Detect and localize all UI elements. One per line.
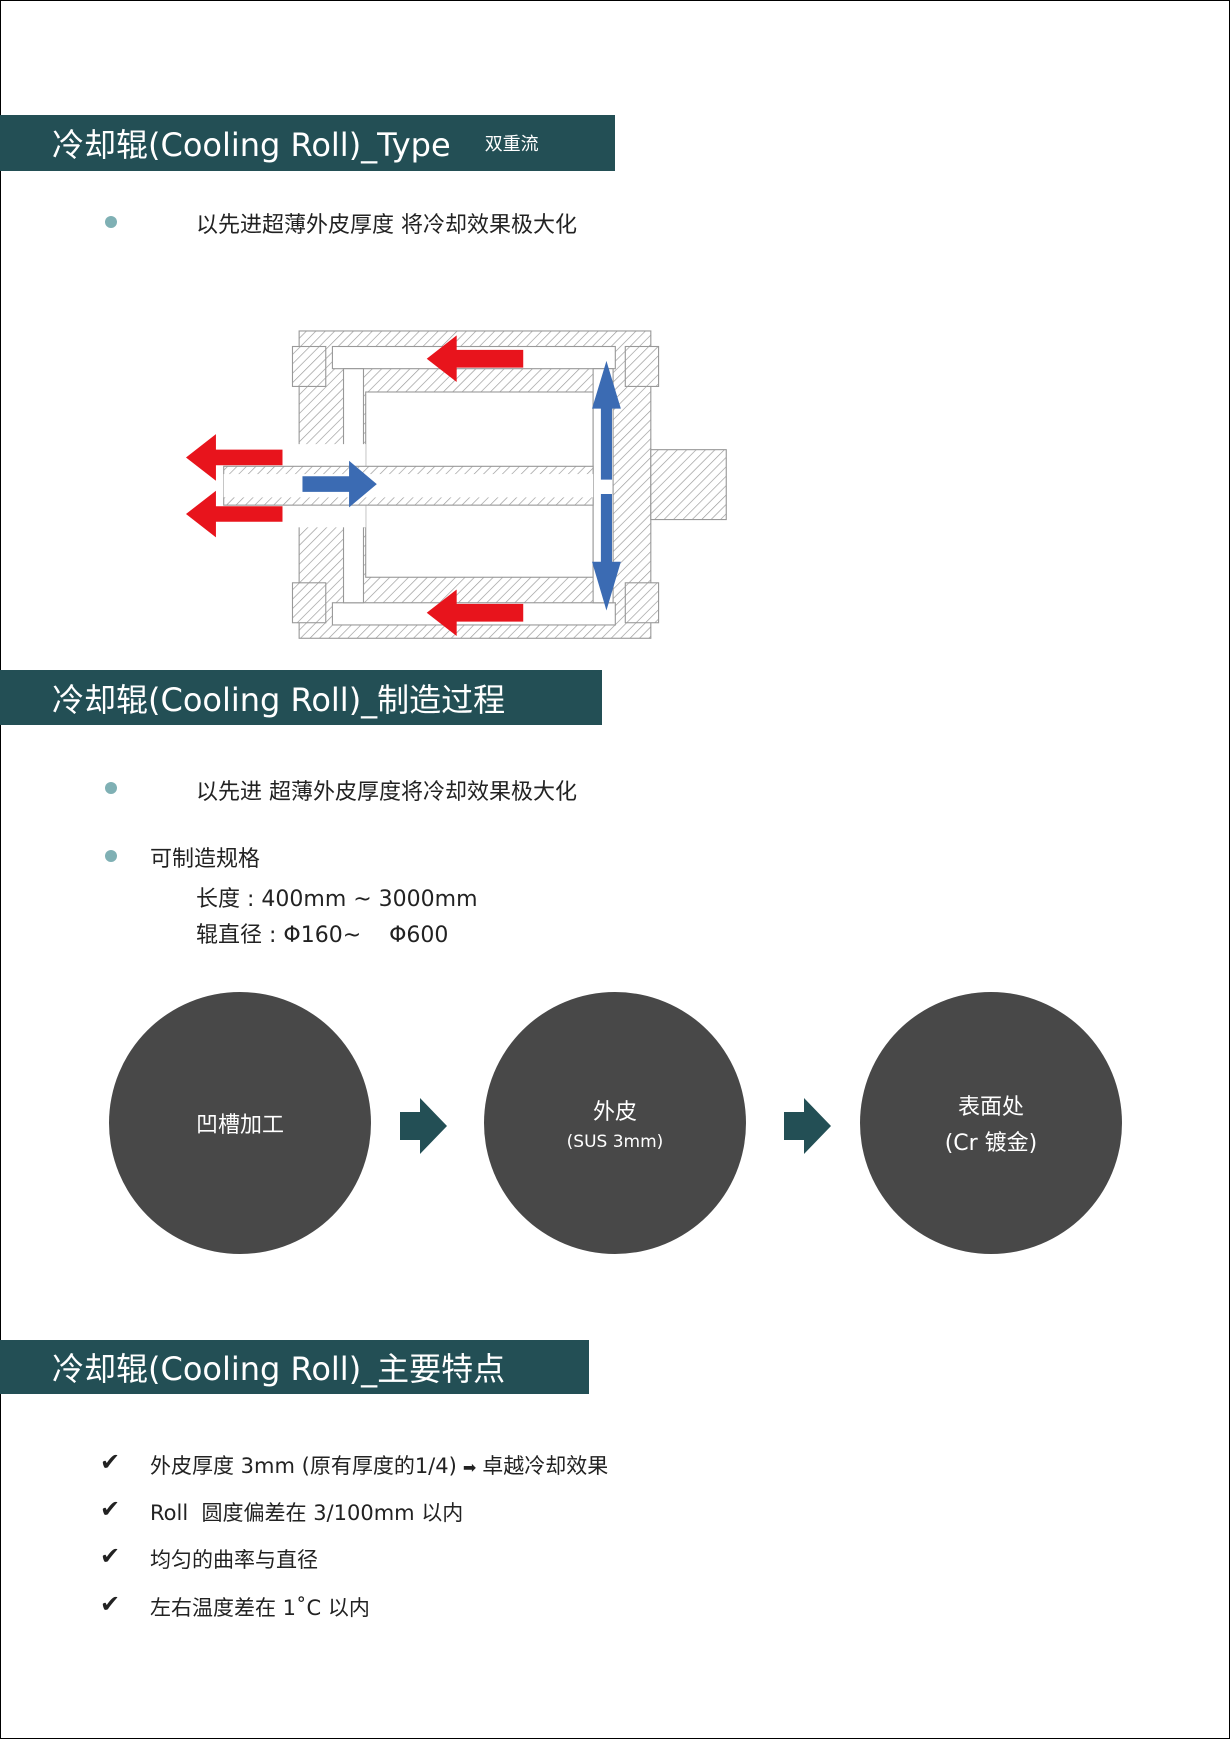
- bullet-text: 以先进超薄外皮厚度 将冷却效果极大化: [196, 213, 577, 238]
- bullet-text: 可制造规格: [150, 847, 261, 872]
- bullet-icon: [105, 850, 117, 862]
- flow-arrow-up: [592, 360, 621, 480]
- bullet-icon: [105, 216, 117, 228]
- arrow-right-icon: ➡: [462, 1458, 477, 1477]
- outflow-arrow-left-upper: [185, 434, 283, 481]
- section-header-process: 冷却辊(Cooling Roll)_制造过程: [0, 670, 602, 725]
- process-step-skin: 外皮 (SUS 3mm): [484, 992, 746, 1254]
- section-header-type: 冷却辊(Cooling Roll)_Type 双重流: [0, 115, 615, 171]
- feature-item: 均匀的曲率与直径: [150, 1548, 318, 1572]
- check-icon: ✔: [100, 1590, 121, 1618]
- section-title: 冷却辊(Cooling Roll)_制造过程: [52, 680, 506, 719]
- bullet-icon: [105, 782, 117, 794]
- step-detail: (Cr 镀金): [944, 1131, 1038, 1156]
- spec-length: 长度 : 400mm ~ 3000mm: [196, 887, 478, 912]
- spec-diameter: 辊直径 : Φ160~ Φ600: [196, 923, 449, 948]
- outflow-arrow-bottom: [426, 589, 524, 637]
- feature-item: 左右温度差在 1˚C 以内: [150, 1596, 370, 1620]
- process-step-surface: 表面处 (Cr 镀金): [860, 992, 1122, 1254]
- check-icon: ✔: [100, 1448, 121, 1476]
- process-step-grooving: 凹槽加工: [109, 992, 371, 1254]
- feature-item: 外皮厚度 3mm (原有厚度的1/4) ➡ 卓越冷却效果: [150, 1450, 608, 1480]
- flow-arrow-icon: [400, 1098, 447, 1154]
- flow-arrow-icon: [784, 1098, 831, 1154]
- inflow-arrow: [302, 460, 377, 508]
- feature-item: Roll 圆度偏差在 3/100mm 以内: [150, 1501, 464, 1525]
- section-title: 冷却辊(Cooling Roll)_主要特点: [52, 1350, 506, 1388]
- bullet-text: 以先进 超薄外皮厚度将冷却效果极大化: [196, 780, 577, 805]
- outflow-arrow-left-lower: [185, 490, 283, 538]
- section-subtitle: 双重流: [484, 134, 539, 155]
- feature-result: 卓越冷却效果: [482, 1454, 609, 1478]
- roll-housing: [223, 330, 727, 639]
- check-icon: ✔: [100, 1495, 121, 1523]
- flow-arrow-down: [592, 494, 621, 611]
- feature-text: 外皮厚度 3mm (原有厚度的1/4): [150, 1454, 457, 1478]
- section-header-features: 冷却辊(Cooling Roll)_主要特点: [0, 1340, 589, 1394]
- step-label: 表面处: [957, 1095, 1024, 1120]
- step-label: 凹槽加工: [195, 1113, 284, 1138]
- step-label: 外皮: [592, 1100, 637, 1125]
- cooling-roll-diagram: [185, 330, 727, 639]
- section-title: 冷却辊(Cooling Roll)_Type: [52, 126, 451, 164]
- outflow-arrow-top: [426, 335, 524, 382]
- step-detail: (SUS 3mm): [566, 1132, 664, 1152]
- check-icon: ✔: [100, 1542, 121, 1570]
